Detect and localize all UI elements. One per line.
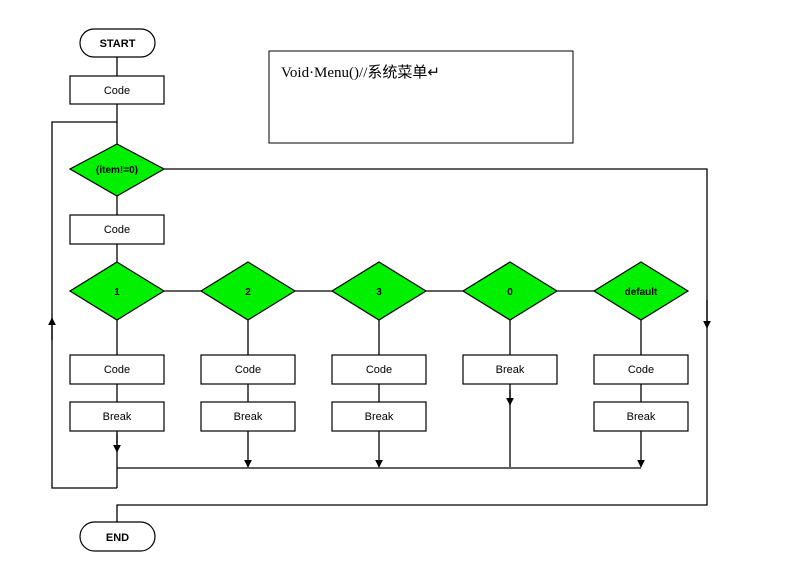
start-label: START xyxy=(100,38,136,50)
case-default: default Code Break xyxy=(592,261,690,432)
case-default-break-label: Break xyxy=(627,411,656,423)
case-0-label: 0 xyxy=(507,287,513,298)
case-3: 3 Code Break xyxy=(330,261,428,432)
note-box: Void·Menu()//系统菜单↵ xyxy=(268,50,574,144)
case-3-code-box xyxy=(331,354,427,385)
start-terminal: START xyxy=(79,28,156,58)
case-2-code-label: Code xyxy=(235,364,261,376)
case-2-code-box xyxy=(200,354,296,385)
case-1-code-label: Code xyxy=(104,364,130,376)
case-3-code-label: Code xyxy=(366,364,392,376)
case-3-break-label: Break xyxy=(365,411,394,423)
case-2: 2 Code Break xyxy=(199,261,297,432)
case-default-code-label: Code xyxy=(628,364,654,376)
note-text: Void·Menu()//系统菜单↵ xyxy=(281,64,440,81)
case-default-code-box xyxy=(593,354,689,385)
loop-condition-diamond: (item!=0) xyxy=(68,143,166,197)
end-terminal: END xyxy=(79,521,156,552)
case-1-label: 1 xyxy=(114,287,120,298)
case-2-break-label: Break xyxy=(234,411,263,423)
case-1-break-box xyxy=(69,401,165,432)
loop-code-label: Code xyxy=(104,224,130,236)
case-1: 1 Code Break xyxy=(68,261,166,432)
init-code-box: Code xyxy=(69,75,165,105)
case-2-label: 2 xyxy=(245,287,251,298)
case-default-break-box xyxy=(593,401,689,432)
case-1-code-box xyxy=(69,354,165,385)
loop-condition-label: (item!=0) xyxy=(96,165,138,176)
case-0: 0 Break xyxy=(461,261,559,385)
case-0-break-box xyxy=(462,354,558,385)
init-code-label: Code xyxy=(104,85,130,97)
case-0-break-label: Break xyxy=(496,364,525,376)
case-1-break-label: Break xyxy=(103,411,132,423)
loop-code-box: Code xyxy=(69,214,165,245)
case-default-label: default xyxy=(625,287,658,298)
end-label: END xyxy=(106,532,129,544)
case-3-break-box xyxy=(331,401,427,432)
case-2-break-box xyxy=(200,401,296,432)
case-3-label: 3 xyxy=(376,287,382,298)
